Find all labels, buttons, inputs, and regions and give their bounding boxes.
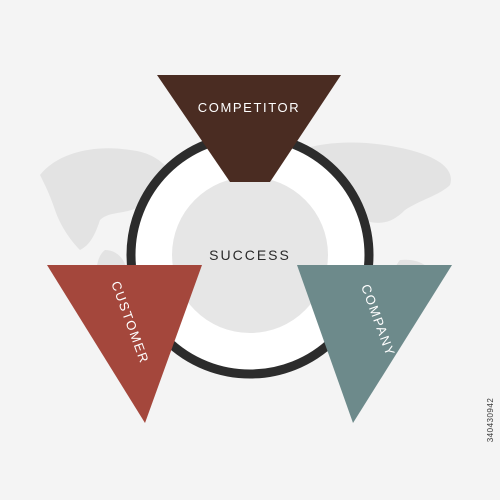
customer-segment: CUSTOMER [47,265,202,423]
center-label: SUCCESS [209,247,291,263]
competitor-label: COMPETITOR [198,100,300,115]
company-shape [297,265,452,423]
center-disc [172,177,328,333]
stock-id-label: 340430942 [486,398,495,443]
competitor-shape [157,75,341,182]
company-segment: COMPANY [297,265,452,423]
customer-shape [47,265,202,423]
competitor-segment: COMPETITOR [157,75,341,182]
